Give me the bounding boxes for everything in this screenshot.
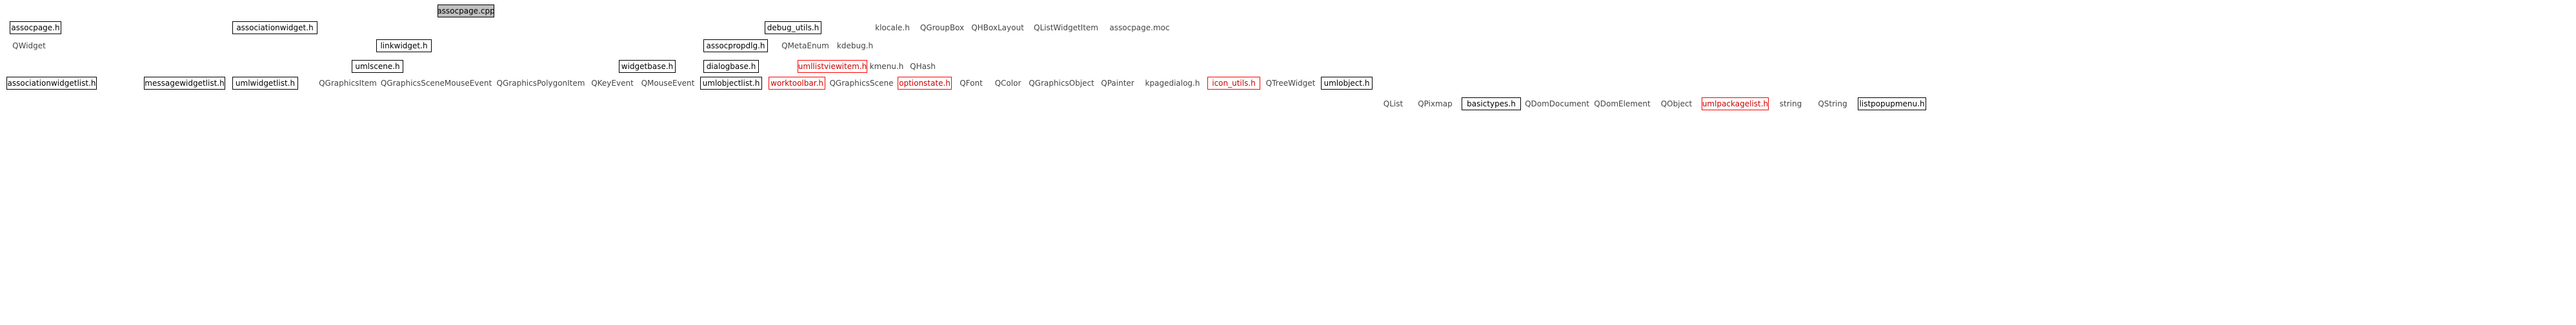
node-linkwidget-h[interactable]: linkwidget.h [376,39,432,52]
node-qwidget[interactable]: QWidget [12,41,46,50]
node-qgraphicsobject[interactable]: QGraphicsObject [1029,79,1094,88]
node-qobject[interactable]: QObject [1660,99,1693,108]
node-qpainter[interactable]: QPainter [1101,79,1134,88]
node-widgetbase-h[interactable]: widgetbase.h [619,60,676,73]
node-umlwidgetlist-h[interactable]: umlwidgetlist.h [232,77,298,90]
node-qgraphicsscene[interactable]: QGraphicsScene [829,79,894,88]
node-kmenu-h[interactable]: kmenu.h [869,62,904,71]
node-qgraphicsscenemouseevent[interactable]: QGraphicsSceneMouseEvent [380,79,492,88]
node-listpopupmenu-h[interactable]: listpopupmenu.h [1858,97,1926,110]
node-string[interactable]: string [1779,99,1802,108]
node-qdomelement[interactable]: QDomElement [1594,99,1651,108]
node-umlpackagelist-h[interactable]: umlpackagelist.h [1702,97,1769,110]
node-qmouseevent[interactable]: QMouseEvent [641,79,695,88]
node-messagewidgetlist-h[interactable]: messagewidgetlist.h [144,77,225,90]
node-qmetaenum[interactable]: QMetaEnum [781,41,829,50]
node-qgroupbox[interactable]: QGroupBox [920,23,965,32]
node-assocpage-moc[interactable]: assocpage.moc [1109,23,1170,32]
node-klocale-h[interactable]: klocale.h [875,23,910,32]
node-kdebug-h[interactable]: kdebug.h [836,41,874,50]
node-optionstate-h[interactable]: optionstate.h [898,77,952,90]
node-kpagedialog-h[interactable]: kpagedialog.h [1145,79,1200,88]
node-qlistwidgetitem[interactable]: QListWidgetItem [1034,23,1098,32]
node-umlobjectlist-h[interactable]: umlobjectlist.h [700,77,762,90]
node-associationwidget-h[interactable]: associationwidget.h [232,21,317,34]
node-qstring[interactable]: QString [1818,99,1847,108]
node-qdomdocument[interactable]: QDomDocument [1525,99,1589,108]
node-umlscene-h[interactable]: umlscene.h [352,60,403,73]
node-assocpage-cpp[interactable]: assocpage.cpp [437,5,495,17]
node-assocpropdlg-h[interactable]: assocpropdlg.h [703,39,768,52]
node-qpixmap[interactable]: QPixmap [1418,99,1453,108]
node-qfont[interactable]: QFont [960,79,983,88]
node-dialogbase-h[interactable]: dialogbase.h [703,60,759,73]
node-qlist[interactable]: QList [1383,99,1404,108]
node-debug-utils-h[interactable]: debug_utils.h [765,21,821,34]
node-qgraphicsitem[interactable]: QGraphicsItem [319,79,377,88]
node-icon-utils-h[interactable]: icon_utils.h [1207,77,1260,90]
node-qcolor[interactable]: QColor [994,79,1021,88]
node-umlobject-h[interactable]: umlobject.h [1321,77,1373,90]
node-assocpage-h[interactable]: assocpage.h [10,21,61,34]
node-basictypes-h[interactable]: basictypes.h [1462,97,1521,110]
node-umllistviewitem-h[interactable]: umllistviewitem.h [798,60,867,73]
node-qkeyevent[interactable]: QKeyEvent [591,79,634,88]
node-qhash[interactable]: QHash [910,62,936,71]
node-qgraphicspolygonitem[interactable]: QGraphicsPolygonItem [496,79,585,88]
node-qhboxlayout[interactable]: QHBoxLayout [971,23,1024,32]
node-qtreewidget[interactable]: QTreeWidget [1265,79,1316,88]
node-associationwidgetlist-h[interactable]: associationwidgetlist.h [6,77,97,90]
node-worktoolbar-h[interactable]: worktoolbar.h [769,77,825,90]
